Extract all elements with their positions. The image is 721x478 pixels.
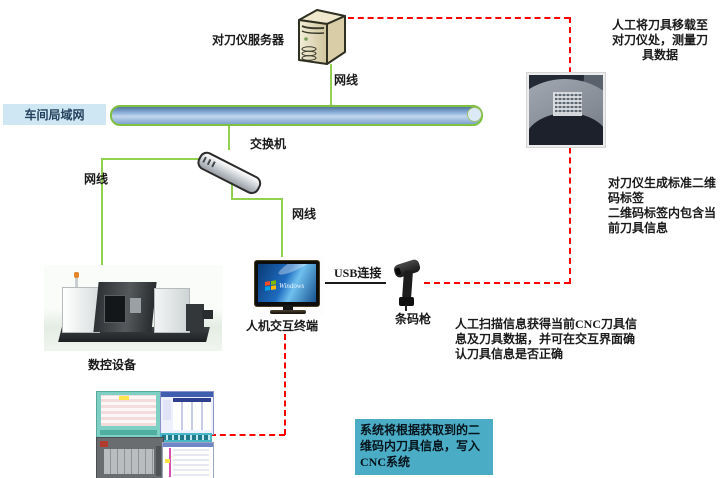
- cnc-arm: [202, 310, 213, 319]
- scanner-window: [394, 267, 402, 276]
- software-window-tool-table: [96, 391, 162, 439]
- flow-tool-to-scanner-vertical: [569, 17, 571, 284]
- software-window-list: [162, 442, 214, 478]
- tool-table-rows: [101, 395, 156, 426]
- cnc-control-panel: [130, 298, 141, 313]
- software-toolbar-strip: [160, 433, 212, 442]
- monitor-icon: Windows: [252, 257, 324, 317]
- wallpaper-text: Windows: [279, 282, 305, 290]
- flow-hmi-to-software-vertical: [284, 334, 286, 435]
- tool-table-footer: [100, 430, 157, 435]
- tool-bore-shadow: [529, 113, 603, 145]
- highlighted-cell: [119, 396, 129, 400]
- usb-line: [325, 282, 386, 284]
- annotation-scan-confirm: 人工扫描信息获得当前CNC刀具信 息及刀具数据，并可在交互界面确 认刀具信息是否…: [455, 317, 637, 361]
- cnc-label: 数控设备: [88, 358, 137, 372]
- datamatrix-code: [553, 92, 582, 116]
- cnc-machine-photo: [44, 265, 222, 351]
- hmi-label: 人机交互终端: [246, 319, 319, 333]
- switch-label: 交换机: [250, 137, 287, 151]
- server-tower-icon: [293, 4, 349, 66]
- cnc-right-cabinet: [154, 288, 190, 333]
- cable-server-to-lan: [330, 64, 332, 105]
- column-header: [173, 398, 211, 402]
- scanner-handle: [402, 270, 413, 300]
- usb-label: USB连接: [334, 266, 382, 280]
- software-screenshot-collage: [96, 391, 214, 478]
- tool-datamatrix-photo: [527, 73, 605, 147]
- cable-lan-to-switch: [228, 122, 230, 150]
- flow-server-to-tool-horizontal: [348, 17, 570, 19]
- dark-grid-table: [104, 449, 154, 474]
- annotation-measure-tool: 人工将刀具移载至 对刀仪处，测量刀 具数据: [611, 18, 708, 62]
- switch-ports: [202, 156, 218, 169]
- lan-bus-endcap: [467, 107, 482, 122]
- flow-hmi-to-software-horizontal: [210, 434, 285, 436]
- toolbar-buttons: [162, 435, 210, 440]
- cnc-beacon-pole: [75, 277, 78, 287]
- flow-tool-to-scanner-horizontal: [424, 282, 570, 284]
- callout-write-cnc: 系统将根据获取到的二 维码内刀具信息，写入 CNC系统: [355, 419, 493, 475]
- scanner-base: [399, 297, 414, 306]
- server-label: 对刀仪服务器: [212, 33, 285, 47]
- monitor-bezel: Windows: [254, 260, 320, 307]
- lan-label: 车间局域网: [3, 104, 106, 125]
- monitor-stand-neck: [283, 305, 293, 310]
- lan-bus-bar: [110, 105, 483, 126]
- annotation-qr-label: 对刀仪生成标准二维 码标签 二维码标签内包含当 前刀具信息: [608, 176, 717, 235]
- yellow-marker-cell: [165, 459, 170, 463]
- software-window-columns: [160, 391, 214, 435]
- scrollbar: [156, 446, 161, 476]
- monitor-screen: Windows: [258, 264, 316, 302]
- cable-switch-to-hmi-vertical2: [281, 198, 283, 258]
- list-header: [163, 443, 213, 447]
- scanner-label: 条码枪: [395, 312, 432, 326]
- scanner-stand-pin: [405, 305, 407, 311]
- monitor-stand-base: [270, 310, 306, 314]
- cnc-door-window: [104, 295, 126, 323]
- column-list: [173, 402, 211, 430]
- cnc-beacon-lamp: [74, 272, 79, 278]
- software-window-dark-grid: [96, 437, 164, 478]
- cable-label-server: 网线: [334, 73, 359, 87]
- red-indicator: [100, 441, 108, 447]
- window-title-bar: [161, 392, 213, 397]
- network-switch-icon: [194, 149, 264, 197]
- cable-label-hmi: 网线: [292, 207, 317, 221]
- windows-logo-icon: [265, 280, 277, 293]
- list-rows: [173, 449, 209, 476]
- cable-label-cnc: 网线: [84, 172, 109, 186]
- cable-switch-to-cnc-horizontal: [101, 158, 207, 160]
- barcode-scanner-icon: [392, 257, 426, 311]
- cable-switch-to-hmi-horizontal: [231, 198, 283, 200]
- pink-marker-line: [169, 448, 171, 477]
- side-panel: [163, 400, 171, 420]
- cnc-tailstock: [186, 304, 204, 331]
- cable-switch-to-cnc-vertical: [101, 158, 103, 265]
- wallpaper-streak: [276, 264, 316, 279]
